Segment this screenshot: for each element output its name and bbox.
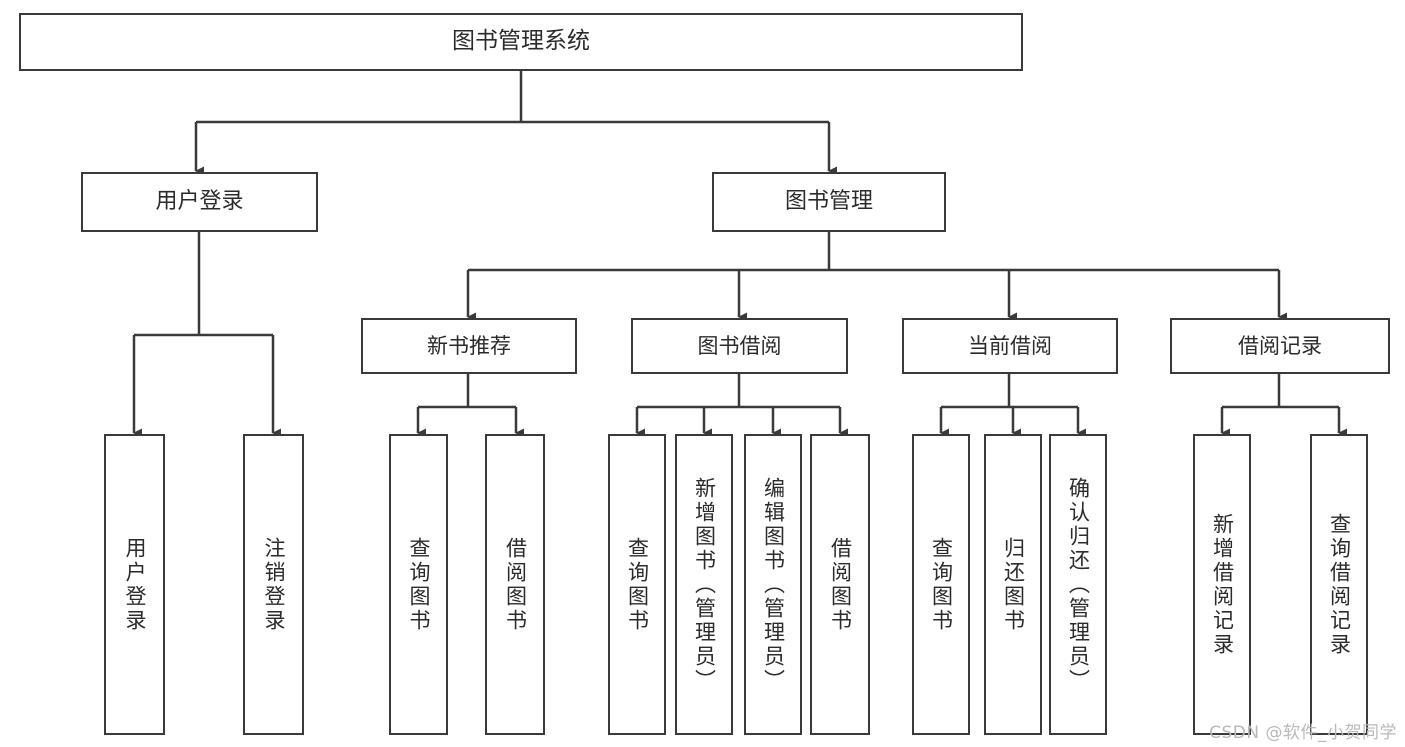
node-leaf-query-book-recommend[interactable]: 查询图书 — [389, 434, 448, 735]
node-leaf-query-book-borrow[interactable]: 查询图书 — [608, 434, 666, 735]
node-new-book-recommend[interactable]: 新书推荐 — [361, 318, 577, 374]
node-book-borrow[interactable]: 图书借阅 — [631, 318, 848, 374]
node-user-login[interactable]: 用户登录 — [81, 172, 318, 232]
node-label: 编辑图书（管理员） — [761, 476, 786, 693]
node-label: 查询借阅记录 — [1327, 512, 1352, 657]
node-leaf-logout-login[interactable]: 注销登录 — [243, 434, 304, 735]
watermark-text: CSDN @软件_小贺同学 — [1209, 723, 1397, 743]
node-label: 借阅图书 — [503, 536, 528, 633]
node-label: 查询图书 — [929, 536, 954, 633]
node-leaf-confirm-return-admin[interactable]: 确认归还（管理员） — [1049, 434, 1107, 735]
node-label: 当前借阅 — [968, 333, 1052, 358]
node-leaf-add-borrow-record[interactable]: 新增借阅记录 — [1193, 434, 1251, 735]
node-label: 图书借阅 — [697, 333, 782, 358]
node-label: 借阅图书 — [828, 536, 853, 633]
node-leaf-query-book-current[interactable]: 查询图书 — [912, 434, 970, 735]
node-book-manage[interactable]: 图书管理 — [712, 172, 946, 232]
node-label: 新书推荐 — [427, 333, 511, 358]
node-leaf-return-book[interactable]: 归还图书 — [984, 434, 1042, 735]
node-root-system[interactable]: 图书管理系统 — [19, 13, 1023, 71]
node-leaf-add-book-admin[interactable]: 新增图书（管理员） — [675, 434, 733, 735]
node-label: 图书管理 — [784, 189, 873, 215]
node-leaf-query-borrow-record[interactable]: 查询借阅记录 — [1310, 434, 1368, 735]
node-label: 查询图书 — [625, 536, 650, 633]
node-label: 归还图书 — [1001, 536, 1026, 633]
node-leaf-edit-book-admin[interactable]: 编辑图书（管理员） — [744, 434, 802, 735]
node-leaf-user-login[interactable]: 用户登录 — [104, 434, 165, 735]
node-label: 借阅记录 — [1238, 333, 1322, 358]
node-label: 查询图书 — [407, 536, 431, 633]
node-label: 图书管理系统 — [452, 28, 590, 55]
node-label: 注销登录 — [262, 536, 286, 633]
node-leaf-borrow-book-recommend[interactable]: 借阅图书 — [485, 434, 545, 735]
node-label: 用户登录 — [123, 536, 147, 633]
node-label: 新增图书（管理员） — [692, 476, 717, 693]
node-label: 新增借阅记录 — [1210, 512, 1235, 657]
node-borrow-record[interactable]: 借阅记录 — [1170, 318, 1390, 374]
node-label: 用户登录 — [155, 189, 244, 215]
node-current-borrow[interactable]: 当前借阅 — [902, 318, 1118, 374]
node-label: 确认归还（管理员） — [1066, 476, 1091, 693]
node-leaf-borrow-book[interactable]: 借阅图书 — [810, 434, 870, 735]
